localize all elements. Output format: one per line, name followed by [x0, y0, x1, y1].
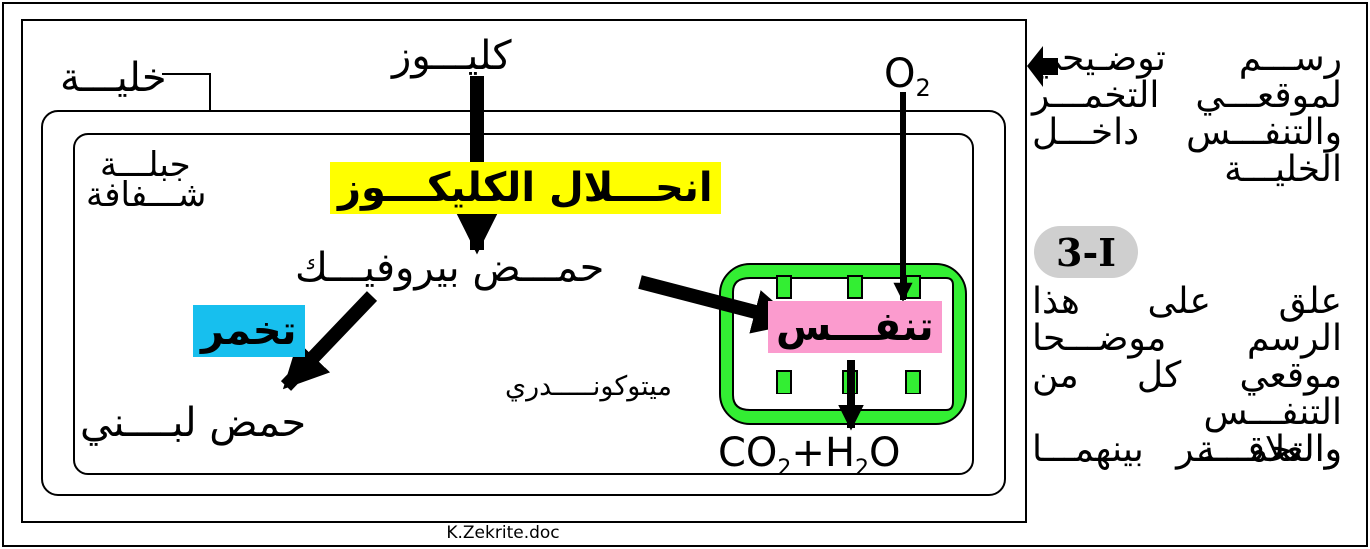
question-line: موقعي كل من: [1032, 355, 1342, 396]
description-line: لموقعـــي التخمـــر: [1032, 75, 1342, 116]
mitochondria-label: ميتوكونـــــدري: [505, 371, 672, 402]
products-label: CO2+H2O: [718, 430, 901, 481]
question-line: علق على هذا: [1032, 281, 1342, 322]
description-line: رســـم توضـيحي: [1032, 38, 1342, 79]
question-text: علق على هذا الرسم موضـــحا موقعي كل من ا…: [1032, 283, 1342, 468]
description-line: الخليـــة: [1224, 149, 1342, 190]
arrow-pyruvate-to-lactic: [280, 291, 378, 391]
membrane-label-line1: جبلـــة: [100, 145, 191, 185]
description-line: والتنفـــس داخـــل: [1032, 112, 1342, 153]
glucose-label: كليـــوز: [392, 33, 512, 79]
oxygen-label: O2: [884, 51, 931, 102]
lactic-acid-label: حمض لبــــني: [80, 400, 307, 446]
glycolysis-label: انحـــلال الكليكـــوز: [330, 162, 721, 214]
section-badge: 3-I: [1034, 226, 1138, 278]
pointer-arrow-icon: [1027, 46, 1058, 87]
diagram-frame: [21, 19, 1027, 523]
description-text: رســـم توضـيحي لموقعـــي التخمـــر والتن…: [1032, 40, 1342, 188]
pyruvic-acid-label: حمـــض بيروفيـــك: [295, 245, 605, 291]
fermentation-label: تخمر: [193, 305, 305, 357]
question-line: التنفـــس والتخمـــــر: [1176, 392, 1342, 470]
respiration-label: تنفـــس: [768, 301, 942, 353]
cell-label: خليـــة: [60, 55, 167, 101]
question-line: الرسم موضـــحا: [1032, 318, 1342, 359]
membrane-label-line2: شـــفافة: [86, 175, 207, 215]
cell-outline: [41, 110, 1006, 496]
footer-filename: K.Zekrite.doc: [446, 523, 560, 543]
cell-leader-line: [162, 73, 211, 111]
cytoplasm-outline: [73, 133, 974, 475]
question-line: والعلاقـــة بينهمـــا: [1032, 429, 1342, 470]
